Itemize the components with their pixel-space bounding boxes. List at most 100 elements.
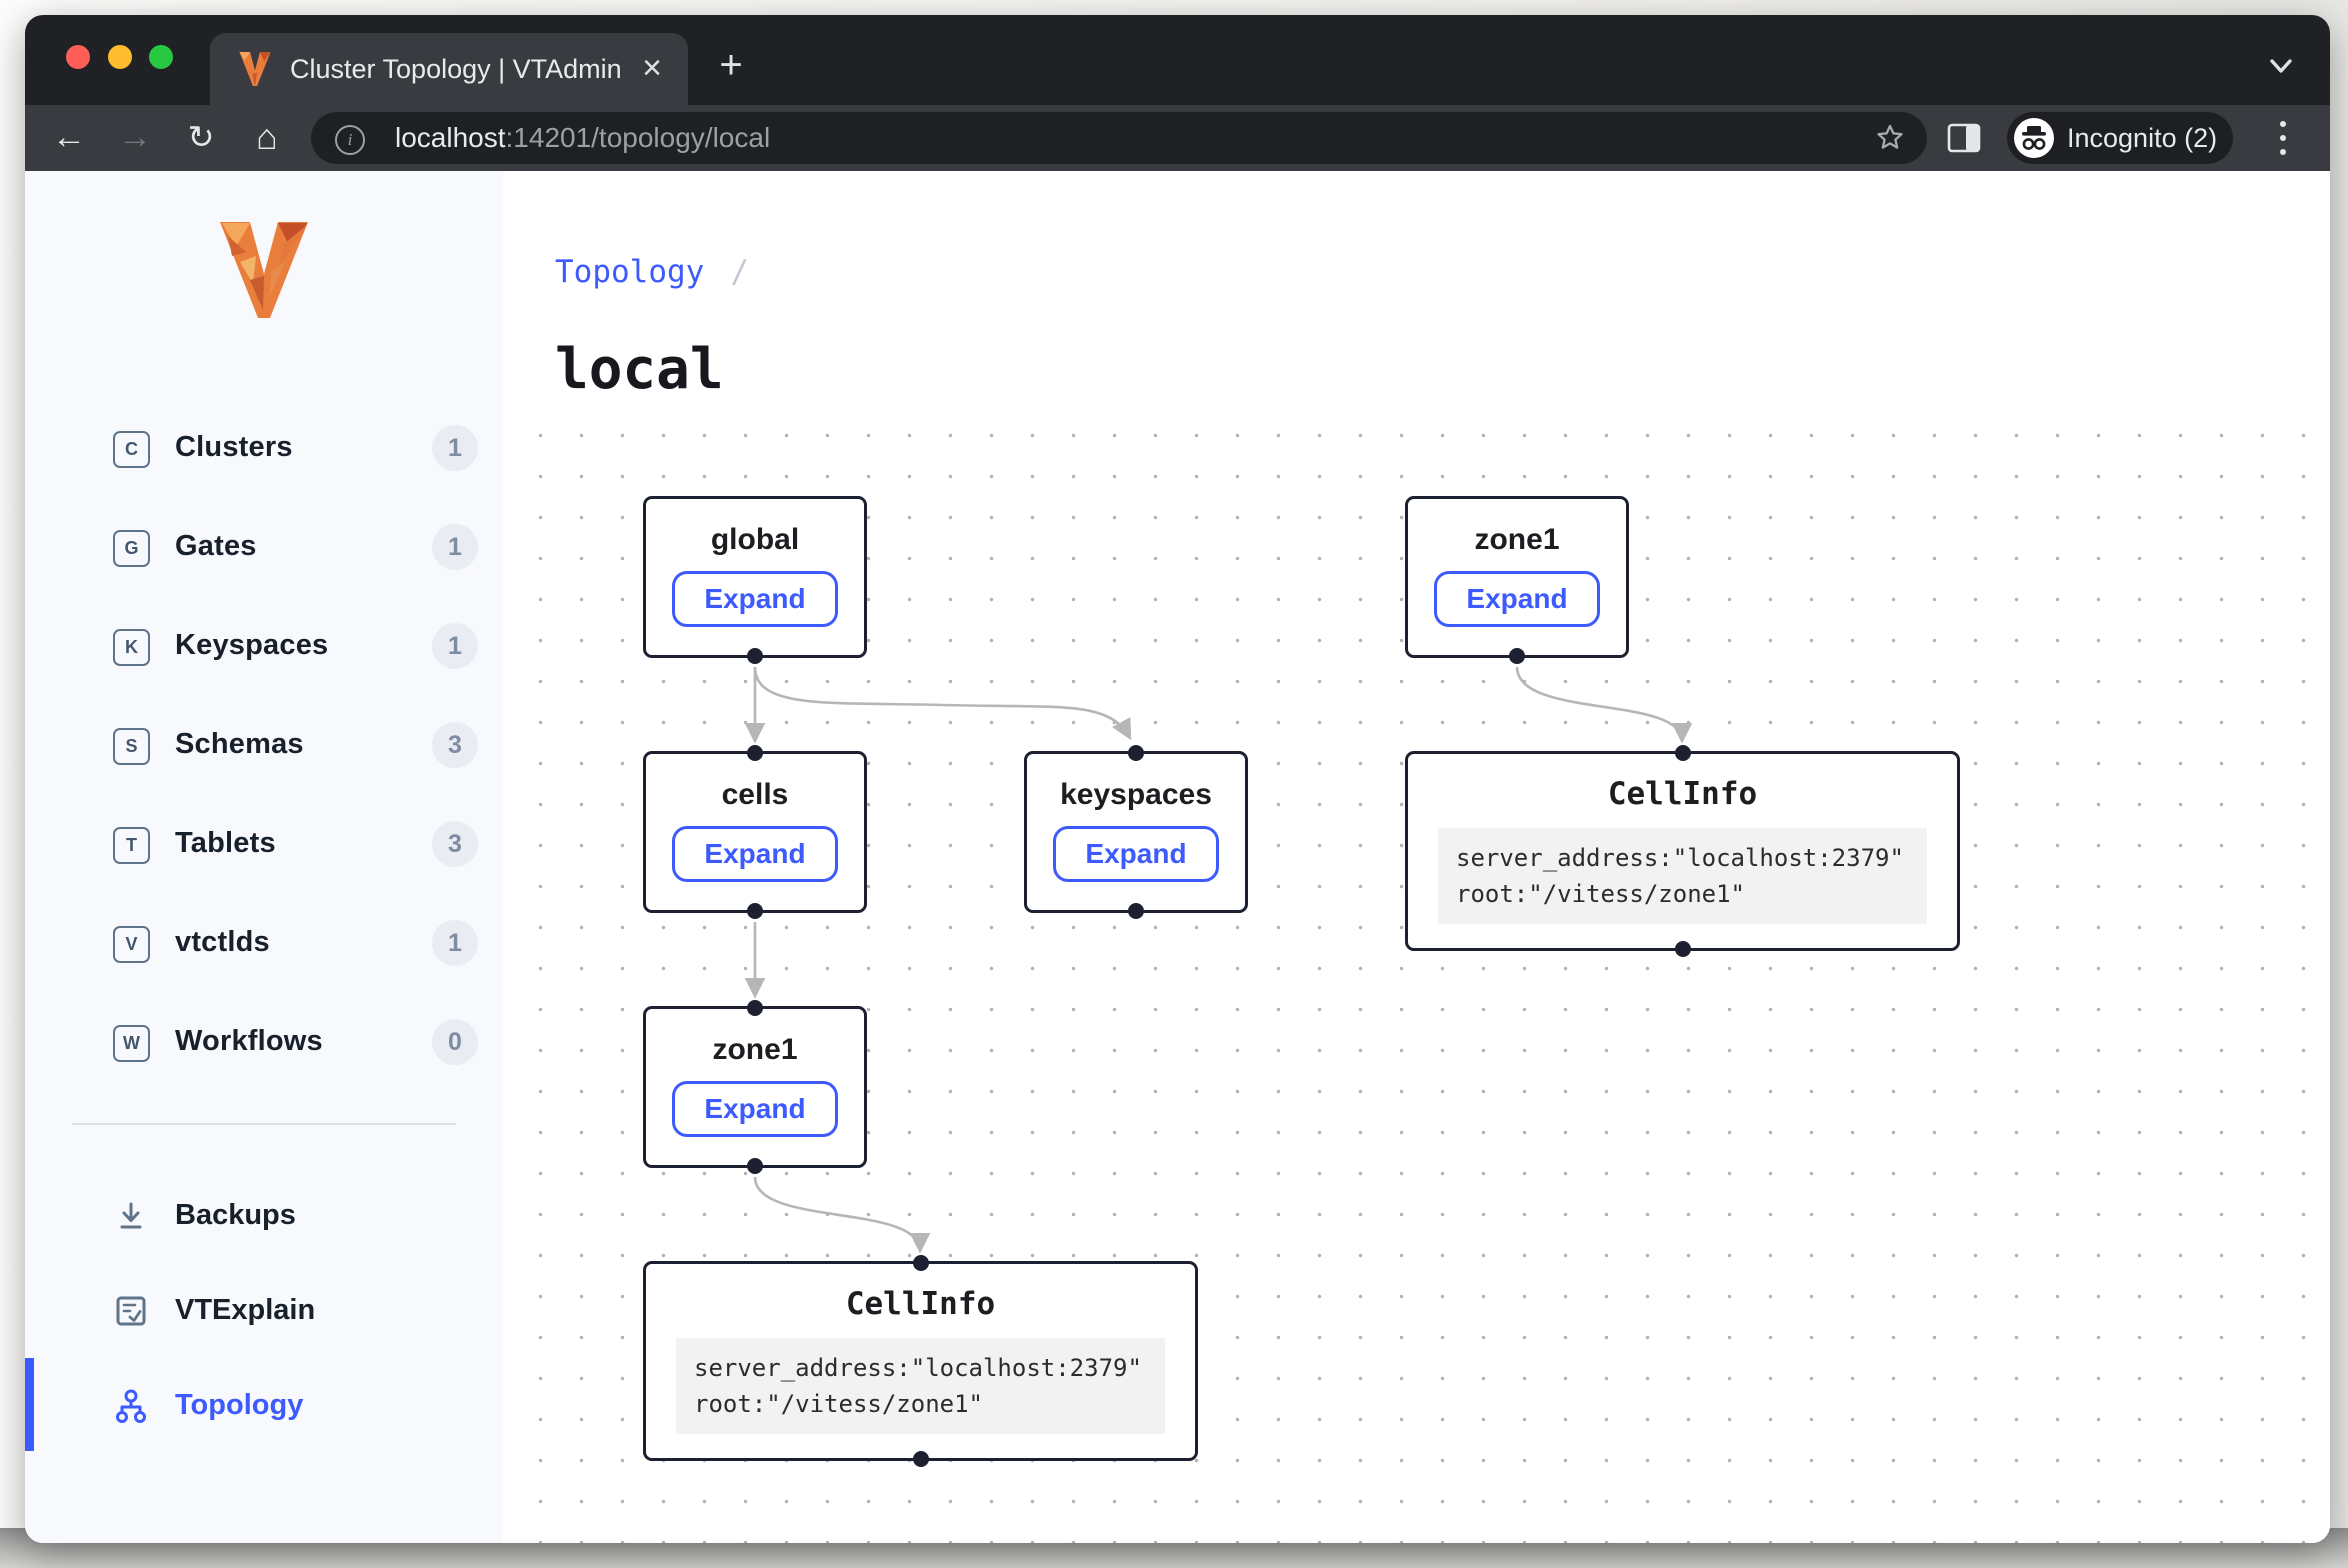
node-global: global Expand [643, 496, 867, 658]
sidebar-item-workflows[interactable]: W Workflows 0 [25, 992, 503, 1091]
sidebar-item-topology[interactable]: Topology [25, 1358, 503, 1453]
sidebar-item-keyspaces[interactable]: K Keyspaces 1 [25, 596, 503, 695]
node-title: zone1 [646, 1033, 864, 1067]
sidebar-nav: C Clusters 1 G Gates 1 K Keyspaces 1 S S… [25, 398, 503, 1091]
cellinfo-code: server_address:"localhost:2379" root:"/v… [676, 1338, 1165, 1434]
sidebar-item-gates[interactable]: G Gates 1 [25, 497, 503, 596]
vtctlds-letter-icon: V [113, 926, 150, 963]
main-panel: Topology / local [503, 171, 2330, 1543]
count-badge: 1 [432, 425, 478, 471]
port [1675, 941, 1691, 957]
sidebar-item-schemas[interactable]: S Schemas 3 [25, 695, 503, 794]
site-info-icon[interactable]: i [335, 125, 365, 155]
incognito-label: Incognito (2) [2067, 112, 2217, 164]
sidebar-item-clusters[interactable]: C Clusters 1 [25, 398, 503, 497]
breadcrumb-topology-link[interactable]: Topology [555, 254, 704, 290]
address-bar[interactable]: i localhost:14201/topology/local [311, 112, 1927, 164]
incognito-avatar-icon [2014, 118, 2054, 158]
vitess-favicon-icon [238, 52, 272, 86]
keyspaces-letter-icon: K [113, 629, 150, 666]
node-zone1-top: zone1 Expand [1405, 496, 1629, 658]
port [747, 1158, 763, 1174]
port [747, 903, 763, 919]
count-badge: 3 [432, 821, 478, 867]
tab-close-icon[interactable]: × [642, 33, 662, 105]
gates-letter-icon: G [113, 530, 150, 567]
port [913, 1451, 929, 1467]
port [1675, 745, 1691, 761]
port [747, 648, 763, 664]
node-cellinfo-bottom: CellInfo server_address:"localhost:2379"… [643, 1261, 1198, 1461]
node-cellinfo-zone1: CellInfo server_address:"localhost:2379"… [1405, 751, 1960, 951]
port [1128, 903, 1144, 919]
back-button[interactable]: ← [41, 110, 97, 166]
sidebar-item-vtctlds[interactable]: V vtctlds 1 [25, 893, 503, 992]
vitess-logo [220, 221, 308, 319]
expand-button[interactable]: Expand [672, 826, 838, 882]
count-badge: 1 [432, 623, 478, 669]
window-zoom-button[interactable] [149, 45, 173, 69]
browser-tab[interactable]: Cluster Topology | VTAdmin × [210, 33, 688, 105]
sidebar-item-label: Topology [175, 1358, 303, 1453]
sidebar-links: Backups VTExplain [25, 1168, 503, 1453]
port [747, 745, 763, 761]
download-icon [113, 1198, 149, 1234]
code-line: server_address:"localhost:2379" [694, 1354, 1142, 1382]
sidebar-item-label: Tablets [175, 794, 276, 893]
node-zone1-mid: zone1 Expand [643, 1006, 867, 1168]
browser-menu-icon[interactable] [2269, 115, 2297, 161]
url-text: localhost:14201/topology/local [395, 112, 770, 164]
port [1128, 745, 1144, 761]
breadcrumb-separator: / [730, 254, 749, 290]
sidebar-item-label: vtctlds [175, 893, 270, 992]
expand-button[interactable]: Expand [1053, 826, 1219, 882]
new-tab-button[interactable]: + [711, 46, 751, 86]
expand-button[interactable]: Expand [1434, 571, 1600, 627]
workflows-letter-icon: W [113, 1025, 150, 1062]
node-title: zone1 [1408, 523, 1626, 557]
topology-canvas[interactable]: global Expand zone1 Expand cells Expand [503, 430, 2330, 1543]
count-badge: 1 [432, 920, 478, 966]
code-line: server_address:"localhost:2379" [1456, 844, 1904, 872]
code-line: root:"/vitess/zone1" [1456, 880, 1745, 908]
tab-strip: Cluster Topology | VTAdmin × + [25, 15, 2330, 105]
node-keyspaces: keyspaces Expand [1024, 751, 1248, 913]
bookmark-star-icon[interactable] [1875, 123, 1905, 153]
sidebar-item-label: Clusters [175, 398, 293, 497]
sidebar-divider [72, 1123, 456, 1125]
tab-search-chevron-icon[interactable] [2261, 48, 2301, 84]
sidebar-item-label: Backups [175, 1168, 296, 1263]
node-title: keyspaces [1027, 778, 1245, 812]
edge-zone1top-cellinfo [1517, 667, 1682, 741]
browser-window: Cluster Topology | VTAdmin × + ← → ↻ ⌂ i… [25, 15, 2330, 1543]
schemas-letter-icon: S [113, 728, 150, 765]
page-content: C Clusters 1 G Gates 1 K Keyspaces 1 S S… [25, 171, 2330, 1543]
url-path: :14201/topology/local [506, 122, 771, 153]
node-title: global [646, 523, 864, 557]
count-badge: 0 [432, 1019, 478, 1065]
forward-button[interactable]: → [107, 110, 163, 166]
active-nav-indicator [25, 1358, 34, 1451]
sidebar-item-backups[interactable]: Backups [25, 1168, 503, 1263]
edge-zone1-cellinfo [755, 1177, 920, 1251]
profile-chip[interactable]: Incognito (2) [2007, 112, 2233, 164]
window-close-button[interactable] [66, 45, 90, 69]
clusters-letter-icon: C [113, 431, 150, 468]
page-title: local [555, 337, 724, 402]
reload-button[interactable]: ↻ [173, 110, 229, 166]
breadcrumb: Topology / [555, 254, 749, 290]
expand-button[interactable]: Expand [672, 571, 838, 627]
node-cells: cells Expand [643, 751, 867, 913]
side-panel-icon[interactable] [1947, 123, 1981, 153]
sidebar-item-tablets[interactable]: T Tablets 3 [25, 794, 503, 893]
code-line: root:"/vitess/zone1" [694, 1390, 983, 1418]
sidebar-item-label: VTExplain [175, 1263, 315, 1358]
url-host: localhost [395, 122, 506, 153]
sidebar-item-label: Keyspaces [175, 596, 328, 695]
sidebar-item-vtexplain[interactable]: VTExplain [25, 1263, 503, 1358]
expand-button[interactable]: Expand [672, 1081, 838, 1137]
cellinfo-code: server_address:"localhost:2379" root:"/v… [1438, 828, 1927, 924]
window-minimize-button[interactable] [108, 45, 132, 69]
home-button[interactable]: ⌂ [239, 110, 295, 166]
port [913, 1255, 929, 1271]
